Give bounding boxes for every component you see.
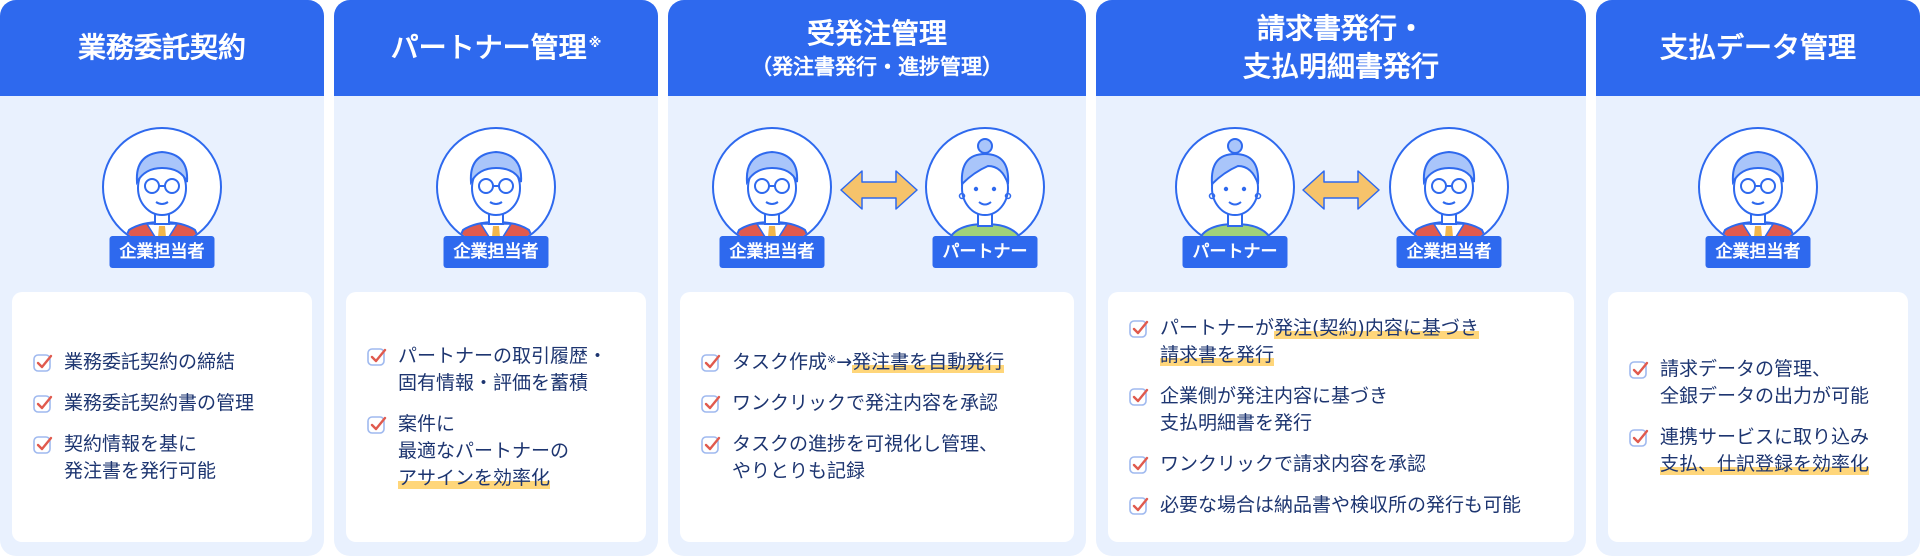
list-item: 連携サービスに取り込み 支払、仕訳登録を効率化: [1628, 424, 1888, 478]
check-icon: [32, 393, 54, 415]
check-icon: [700, 434, 722, 456]
card-subtitle: （発注書発行・進捗管理）: [751, 55, 1003, 79]
check-icon: [1128, 386, 1150, 408]
highlighted-text: 請求書を発行: [1160, 344, 1275, 366]
list-item: 業務委託契約の締結: [32, 349, 292, 376]
check-icon: [700, 393, 722, 415]
card-content: 業務委託契約の締結 業務委託契約書の管理 契約情報を基に 発注書を発行可能: [12, 292, 312, 542]
bidirectional-arrow-icon: [838, 165, 920, 215]
company-person: 企業担当者: [711, 126, 833, 276]
check-icon: [700, 352, 722, 374]
check-icon: [366, 346, 388, 368]
list-item: タスクの進捗を可視化し管理、 やりとりも記録: [700, 431, 1054, 485]
list-item: 業務委託契約書の管理: [32, 390, 292, 417]
card-title: 業務委託契約: [77, 31, 246, 64]
list-item: 必要な場合は納品書や検収所の発行も可能: [1128, 492, 1554, 519]
company-person: 企業担当者: [1388, 126, 1510, 276]
company-person: 企業担当者: [435, 126, 557, 276]
card-title: 請求書発行・: [1256, 12, 1425, 45]
role-badge-company: 企業担当者: [109, 236, 215, 268]
card-payment-data: 支払データ管理 企業担当者 請求データの管理、 全銀データの出力が可能 連携サー…: [1596, 0, 1920, 556]
list-item: タスク作成※→発注書を自動発行: [700, 349, 1054, 376]
card-title-line2: 支払明細書発行: [1242, 50, 1439, 83]
card-content: パートナーの取引履歴・ 固有情報・評価を蓄積 案件に 最適なパートナーの アサイ…: [346, 292, 646, 542]
card-header: 支払データ管理: [1596, 0, 1920, 96]
partner-person: パートナー: [924, 126, 1046, 276]
company-person-illustration-icon: [1697, 126, 1819, 248]
card-content: パートナーが発注(契約)内容に基づき請求書を発行 企業側が発注内容に基づき 支払…: [1108, 292, 1574, 542]
card-contract: 業務委託契約 企業担当者 業務委託契約の締結 業務委託契約書の管理 契約情報を基…: [0, 0, 324, 556]
check-icon: [1628, 359, 1650, 381]
partner-person-illustration-icon: [924, 126, 1046, 248]
company-person: 企業担当者: [1697, 126, 1819, 276]
company-person-illustration-icon: [1388, 126, 1510, 248]
role-badge-partner: パートナー: [932, 236, 1038, 268]
card-invoice-issuance: 請求書発行・ 支払明細書発行 パートナー 企業担当者 パートナーが発注(契約)内…: [1096, 0, 1586, 556]
card-header: パートナー管理※: [334, 0, 658, 96]
role-badge-company: 企業担当者: [719, 236, 825, 268]
card-content: 請求データの管理、 全銀データの出力が可能 連携サービスに取り込み 支払、仕訳登…: [1608, 292, 1908, 542]
role-badge-company: 企業担当者: [1705, 236, 1811, 268]
check-icon: [32, 352, 54, 374]
list-item: ワンクリックで発注内容を承認: [700, 390, 1054, 417]
card-content: タスク作成※→発注書を自動発行 ワンクリックで発注内容を承認 タスクの進捗を可視…: [680, 292, 1074, 542]
card-header: 請求書発行・ 支払明細書発行: [1096, 0, 1586, 96]
list-item: 企業側が発注内容に基づき 支払明細書を発行: [1128, 383, 1554, 437]
role-badge-company: 企業担当者: [443, 236, 549, 268]
company-person-illustration-icon: [435, 126, 557, 248]
card-partner-management: パートナー管理※ 企業担当者 パートナーの取引履歴・ 固有情報・評価を蓄積 案件…: [334, 0, 658, 556]
persons: 企業担当者: [334, 126, 658, 276]
check-icon: [1628, 427, 1650, 449]
bidirectional-arrow-icon: [1300, 165, 1382, 215]
card-title: 受発注管理: [806, 17, 947, 50]
list-item: 案件に 最適なパートナーの アサインを効率化: [366, 411, 626, 492]
role-badge-company: 企業担当者: [1396, 236, 1502, 268]
list-item: 契約情報を基に 発注書を発行可能: [32, 431, 292, 485]
list-item: パートナーの取引履歴・ 固有情報・評価を蓄積: [366, 343, 626, 397]
card-header: 業務委託契約: [0, 0, 324, 96]
list-item: ワンクリックで請求内容を承認: [1128, 451, 1554, 478]
highlighted-text: アサインを効率化: [398, 466, 551, 489]
highlighted-text: 発注書を自動発行: [852, 351, 1005, 373]
card-header: 受発注管理 （発注書発行・進捗管理）: [668, 0, 1086, 96]
persons: パートナー 企業担当者: [1096, 126, 1586, 276]
persons: 企業担当者: [1596, 126, 1920, 276]
check-icon: [1128, 454, 1150, 476]
check-icon: [366, 414, 388, 436]
partner-person-illustration-icon: [1174, 126, 1296, 248]
check-icon: [1128, 495, 1150, 517]
check-icon: [1128, 318, 1150, 340]
partner-person: パートナー: [1174, 126, 1296, 276]
company-person: 企業担当者: [101, 126, 223, 276]
highlighted-text: 支払、仕訳登録を効率化: [1660, 453, 1870, 475]
title-note: ※: [588, 36, 602, 51]
company-person-illustration-icon: [101, 126, 223, 248]
check-icon: [32, 434, 54, 456]
highlighted-text: 発注(契約)内容に基づき: [1274, 317, 1479, 339]
list-item: パートナーが発注(契約)内容に基づき請求書を発行: [1128, 315, 1554, 369]
card-order-management: 受発注管理 （発注書発行・進捗管理） 企業担当者 パートナー タスク作成※→発注…: [668, 0, 1086, 556]
role-badge-partner: パートナー: [1182, 236, 1288, 268]
card-title: 支払データ管理: [1659, 31, 1856, 64]
persons: 企業担当者: [0, 126, 324, 276]
company-person-illustration-icon: [711, 126, 833, 248]
card-title: パートナー管理※: [390, 31, 602, 64]
persons: 企業担当者 パートナー: [668, 126, 1086, 276]
list-item: 請求データの管理、 全銀データの出力が可能: [1628, 356, 1888, 410]
